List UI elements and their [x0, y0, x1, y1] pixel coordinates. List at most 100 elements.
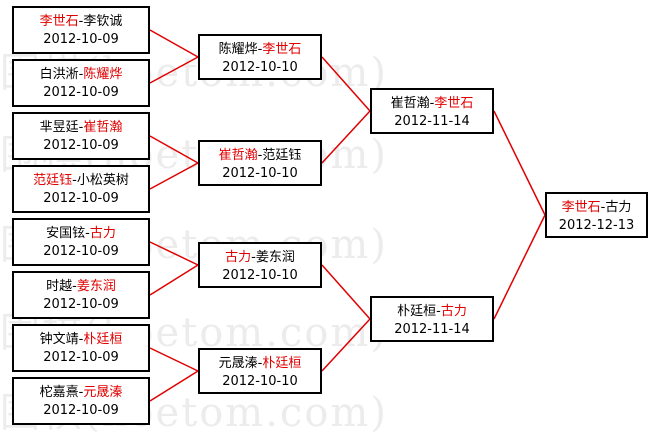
connector-r1-m6: [149, 264, 199, 296]
player-2-name: 古力: [605, 200, 632, 215]
player-2-name: 李世石: [434, 96, 474, 111]
match-date: 2012-10-09: [43, 350, 119, 365]
player-2-name: 崔哲瀚: [83, 120, 123, 135]
player-separator: -: [78, 385, 84, 400]
player-1-name: 陈耀烨: [218, 42, 258, 57]
player-2-name: 古力: [89, 226, 116, 241]
connector-r1-m3: [149, 135, 199, 164]
connector-r1-m5: [149, 241, 199, 266]
match-players: 李世石-古力: [547, 199, 646, 217]
player-separator: -: [78, 14, 84, 29]
player-2-name: 姜东润: [76, 279, 116, 294]
match-players: 陈耀烨-李世石: [200, 41, 320, 59]
match-date: 2012-10-09: [43, 85, 119, 100]
player-1-name: 崔哲瀚: [390, 96, 430, 111]
match-players: 李世石-李钦诚: [14, 13, 148, 31]
player-separator: -: [436, 304, 441, 319]
match-date: 2012-11-14: [394, 114, 470, 129]
match-date: 2012-10-09: [43, 244, 119, 259]
player-2-name: 李钦诚: [83, 14, 123, 29]
match-players: 钟文靖-朴廷桓: [14, 331, 148, 349]
connector-r1-m7: [149, 347, 199, 372]
match-players: 崔哲瀚-李世石: [372, 95, 492, 113]
connector-r3-m1: [493, 110, 546, 216]
player-2-name: 小松英树: [76, 173, 129, 188]
player-2-name: 范廷钰: [262, 148, 302, 163]
match-players: 芈昱廷-崔哲瀚: [14, 119, 148, 137]
connector-r2-m3: [321, 264, 371, 320]
player-1-name: 李世石: [561, 200, 601, 215]
connector-r2-m2: [321, 110, 371, 164]
player-separator: -: [78, 120, 84, 135]
player-separator: -: [85, 226, 90, 241]
player-2-name: 朴廷桓: [83, 332, 123, 347]
player-1-name: 古力: [225, 250, 252, 265]
player-1-name: 崔哲瀚: [218, 148, 258, 163]
player-1-name: 范廷钰: [33, 173, 73, 188]
match-date: 2012-10-10: [222, 374, 298, 389]
player-separator: -: [72, 279, 77, 294]
player-2-name: 姜东润: [255, 250, 295, 265]
match-players: 白洪淅-陈耀烨: [14, 66, 148, 84]
bracket-lines: [149, 29, 546, 402]
connector-r1-m1: [149, 29, 199, 58]
player-1-name: 钟文靖: [39, 332, 79, 347]
player-separator: -: [257, 42, 263, 57]
connector-r1-m2: [149, 56, 199, 84]
match-date: 2012-10-10: [222, 166, 298, 181]
match-players: 古力-姜东润: [200, 249, 320, 267]
player-separator: -: [78, 332, 84, 347]
match-players: 崔哲瀚-范廷钰: [200, 147, 320, 165]
player-1-name: 时越: [46, 279, 73, 294]
match-date: 2012-10-10: [222, 60, 298, 75]
player-separator: -: [600, 200, 606, 215]
match-players: 朴廷桓-古力: [372, 303, 492, 321]
match-date: 2012-10-09: [43, 403, 119, 418]
player-separator: -: [78, 67, 84, 82]
connector-r2-m4: [321, 318, 371, 372]
match-date: 2012-10-09: [43, 191, 119, 206]
connector-r1-m8: [149, 370, 199, 402]
player-1-name: 朴廷桓: [397, 304, 437, 319]
player-1-name: 李世石: [39, 14, 79, 29]
player-separator: -: [251, 250, 256, 265]
match-players: 时越-姜东润: [14, 278, 148, 296]
player-2-name: 元晟溱: [83, 385, 123, 400]
player-2-name: 古力: [440, 304, 467, 319]
player-separator: -: [257, 356, 263, 371]
match-date: 2012-10-10: [222, 268, 298, 283]
match-players: 范廷钰-小松英树: [14, 172, 148, 190]
player-separator: -: [429, 96, 435, 111]
connector-r1-m4: [149, 162, 199, 190]
player-1-name: 安国铉: [46, 226, 86, 241]
match-players: 柁嘉熹-元晟溱: [14, 384, 148, 402]
player-1-name: 白洪淅: [39, 67, 79, 82]
match-players: 安国铉-古力: [14, 225, 148, 243]
match-box-r2-m4[interactable]: 元晟溱-朴廷桓 2012-10-10: [198, 348, 322, 394]
match-date: 2012-11-14: [394, 322, 470, 337]
connector-r2-m1: [321, 56, 371, 112]
player-1-name: 元晟溱: [218, 356, 258, 371]
player-2-name: 朴廷桓: [262, 356, 302, 371]
match-date: 2012-10-09: [43, 297, 119, 312]
player-1-name: 芈昱廷: [39, 120, 79, 135]
connector-r3-m2: [493, 214, 546, 320]
match-date: 2012-10-09: [43, 138, 119, 153]
player-2-name: 陈耀烨: [83, 67, 123, 82]
player-separator: -: [72, 173, 77, 188]
player-1-name: 柁嘉熹: [39, 385, 79, 400]
